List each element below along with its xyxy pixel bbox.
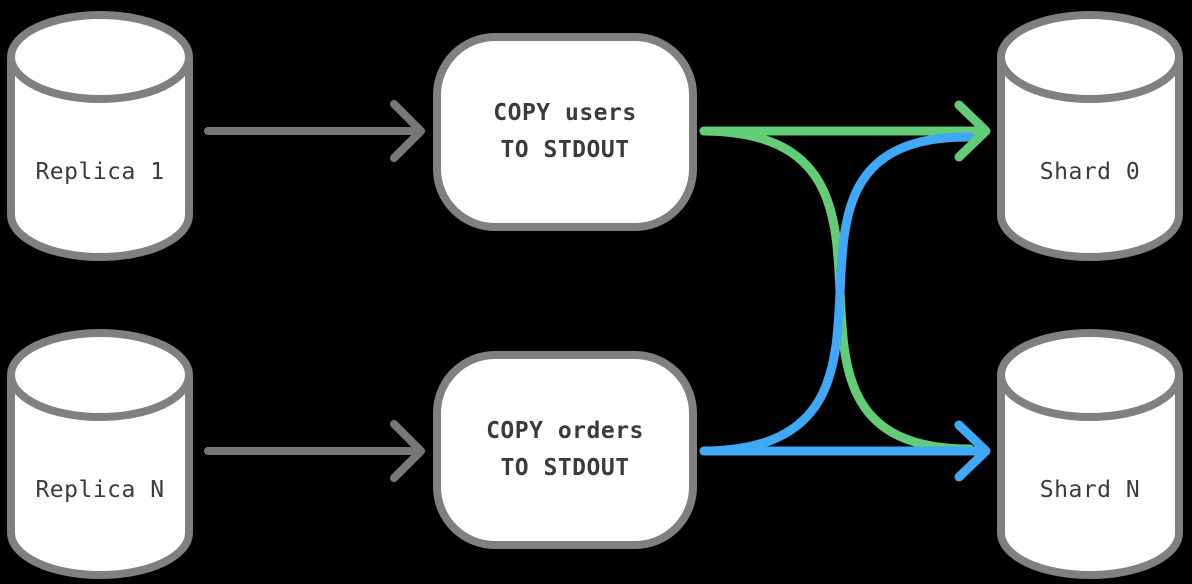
copy-orders-line2: TO STDOUT: [500, 455, 630, 481]
cylinder-body: [7, 57, 193, 261]
arrowhead-into-shard0: [954, 100, 991, 162]
replica-1-database: Replica 1: [3, 7, 197, 265]
cylinder-body: [997, 375, 1183, 579]
blue-curve-orders-to-shard0: [699, 132, 975, 456]
shard-0-label: Shard 0: [1039, 159, 1141, 185]
database-cylinder-icon: [997, 11, 1183, 261]
replica-n-label: Replica N: [35, 477, 165, 503]
arrowhead-into-shardn: [954, 420, 991, 482]
replica-1-label: Replica 1: [35, 159, 165, 185]
database-cylinder-icon: [997, 329, 1183, 579]
shard-n-database: Shard N: [993, 325, 1187, 583]
cylinder-top: [7, 329, 193, 421]
database-cylinder-icon: [7, 329, 193, 579]
cylinder-top: [997, 329, 1183, 421]
shard-n-label: Shard N: [1039, 477, 1141, 503]
copy-orders-node: COPY orders TO STDOUT: [433, 351, 697, 549]
arrowhead-replican-to-copy-orders: [390, 420, 425, 482]
copy-users-line2: TO STDOUT: [500, 137, 630, 163]
replica-n-database: Replica N: [3, 325, 197, 583]
copy-users-line1: COPY users: [493, 100, 637, 126]
cylinder-top: [997, 11, 1183, 103]
copy-users-node: COPY users TO STDOUT: [433, 33, 697, 231]
cylinder-body: [997, 57, 1183, 261]
arrowhead-replica1-to-copy-users: [390, 100, 425, 162]
shard-0-database: Shard 0: [993, 7, 1187, 265]
cylinder-top: [7, 11, 193, 103]
copy-orders-line1: COPY orders: [486, 418, 644, 444]
cylinder-body: [7, 375, 193, 579]
database-cylinder-icon: [7, 11, 193, 261]
green-curve-users-to-shardn: [699, 126, 975, 454]
